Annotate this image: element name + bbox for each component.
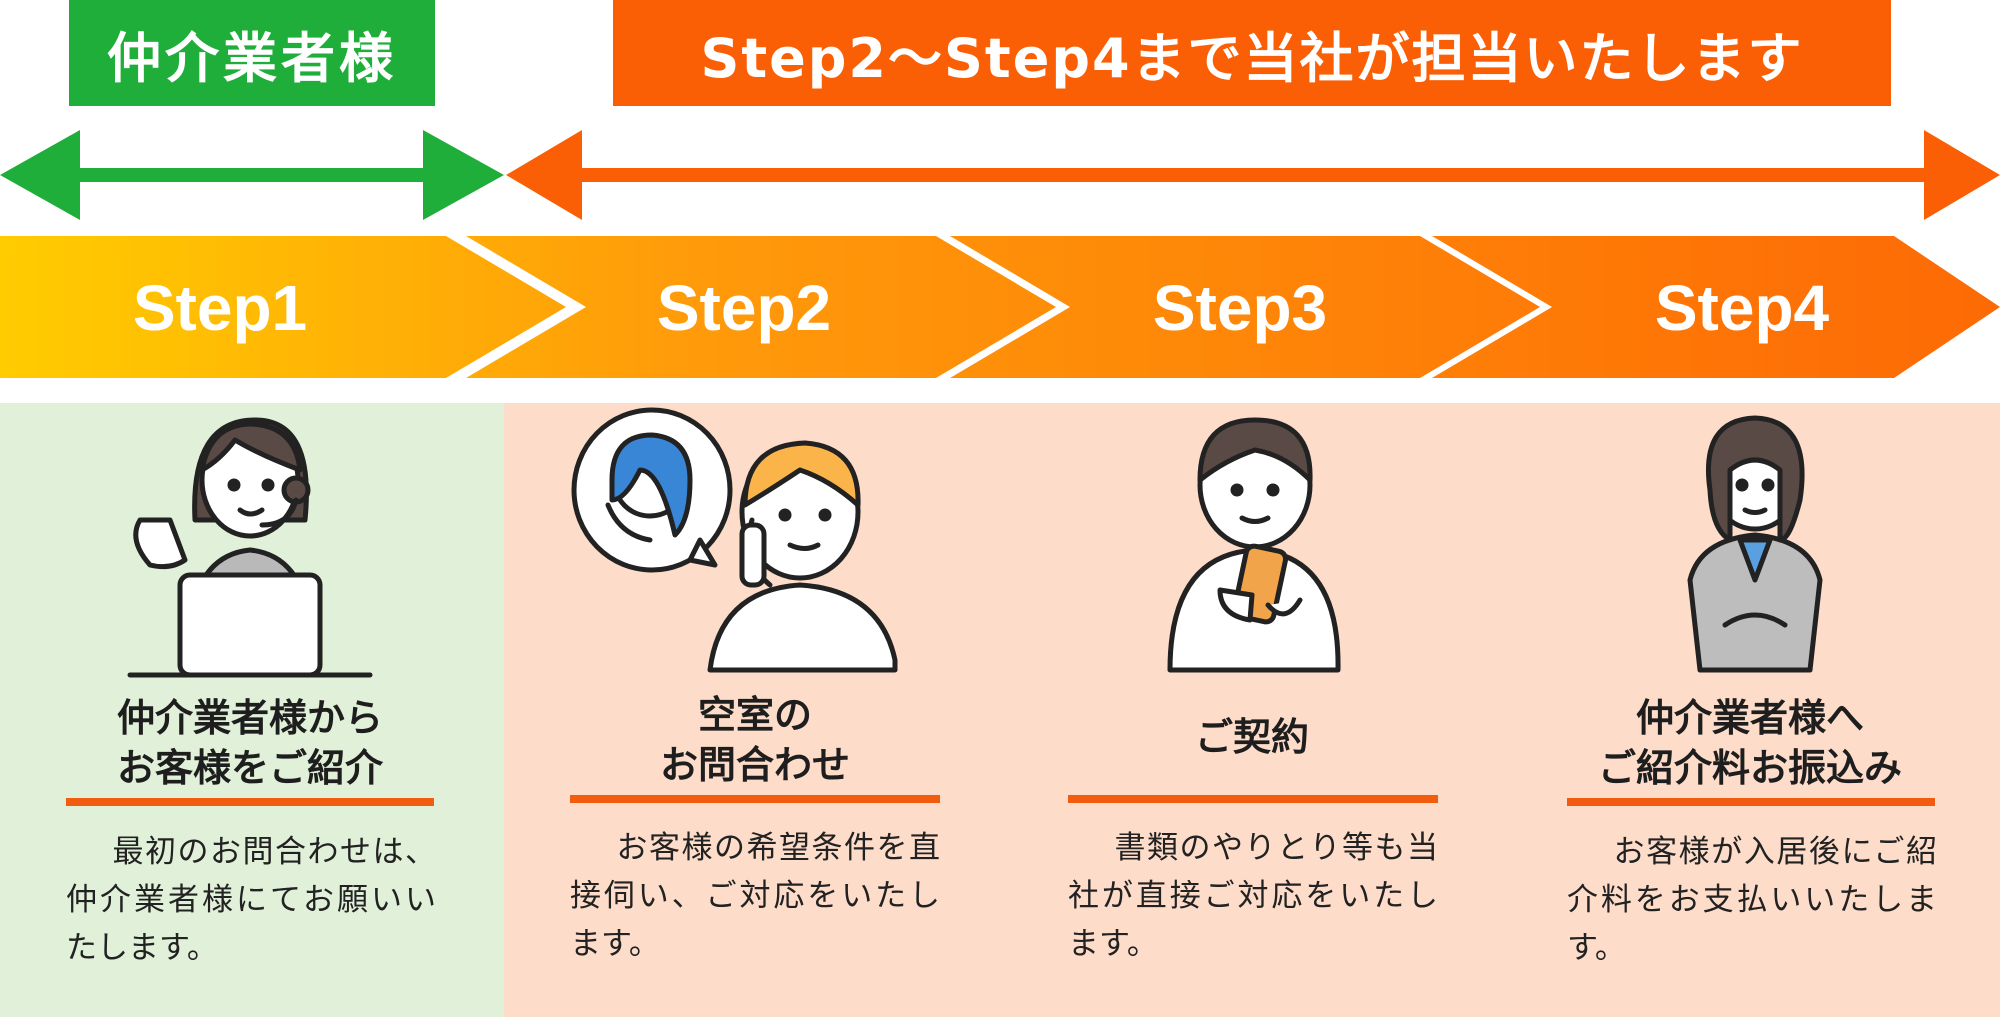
step2-underline (570, 795, 940, 803)
step1-title-line1: 仲介業者様から (116, 696, 383, 740)
company-label-text: Step2〜Step4まで当社が担当いたします (700, 26, 1804, 90)
agent-label-text: 仲介業者様 (107, 26, 397, 90)
step2-title: 空室の お問合わせ (570, 690, 940, 790)
step4-underline (1567, 798, 1935, 806)
company-label: Step2〜Step4まで当社が担当いたします (613, 0, 1891, 106)
step2-description: お客様の希望条件を直接伺い、ご対応をいたします。 (570, 830, 940, 962)
agent-label: 仲介業者様 (69, 0, 435, 106)
step2-title-line1: 空室の (697, 693, 812, 737)
company-range-arrow (506, 130, 2000, 220)
step3-title: ご契約 (1067, 712, 1437, 762)
step2-title-line2: お問合わせ (659, 743, 850, 787)
agent-range-arrow (0, 130, 504, 220)
step3-underline (1068, 795, 1438, 803)
flow-graphics (0, 130, 2000, 378)
step3-chevron (950, 236, 1540, 378)
step3-label: Step3 (1152, 272, 1328, 344)
step4-title-line2: ご紹介料お振込み (1597, 746, 1902, 790)
step4-title: 仲介業者様へ ご紹介料お振込み (1565, 693, 1935, 793)
step1-title: 仲介業者様から お客様をご紹介 (65, 693, 435, 793)
step2-label: Step2 (656, 272, 832, 344)
step2-chevron (466, 236, 1056, 378)
step1-underline (66, 798, 434, 806)
step1-chevron (0, 236, 566, 378)
step4-title-line1: 仲介業者様へ (1635, 696, 1864, 740)
step-band (0, 236, 2000, 378)
step1-description: 最初のお問合わせは、仲介業者様にてお願いいたします。 (66, 834, 436, 966)
step4-label: Step4 (1654, 272, 1830, 344)
step4-chevron (1432, 236, 2000, 378)
step3-description: 書類のやりとり等も当社が直接ご対応をいたします。 (1068, 830, 1438, 962)
step1-label: Step1 (132, 272, 308, 344)
step3-title-line1: ご契約 (1194, 715, 1309, 759)
step1-title-line2: お客様をご紹介 (116, 746, 383, 790)
step4-description: お客様が入居後にご紹介料をお支払いいたします。 (1567, 834, 1937, 966)
